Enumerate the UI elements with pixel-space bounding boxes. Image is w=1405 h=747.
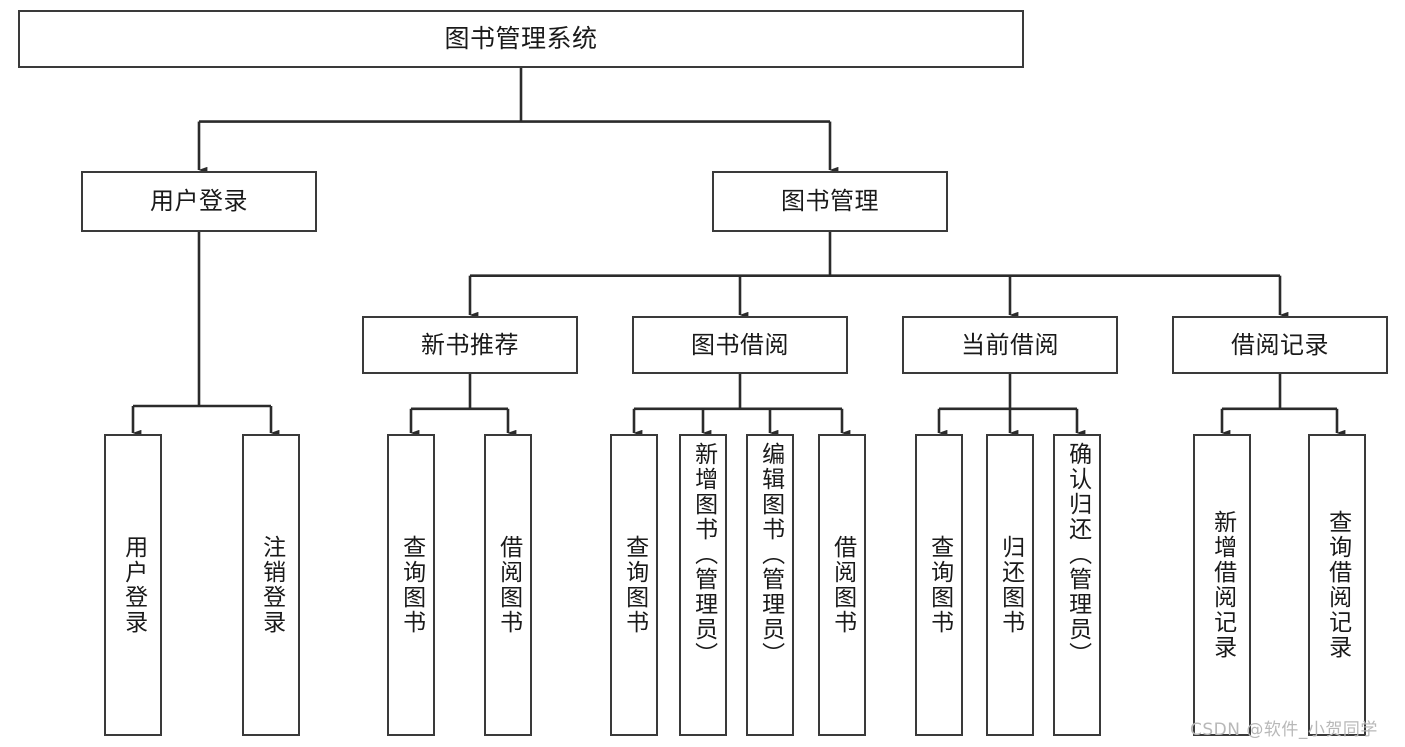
node-label-leaf-borrow-book-2: 借阅图书 bbox=[829, 535, 856, 635]
node-label-root: 图书管理系统 bbox=[444, 24, 598, 54]
node-leaf-borrow-book-1[interactable]: 借阅图书 bbox=[484, 434, 532, 736]
node-label-leaf-confirm-ret: 确认归还（管理员） bbox=[1064, 442, 1091, 667]
node-leaf-return-book[interactable]: 归还图书 bbox=[986, 434, 1034, 736]
node-leaf-edit-book[interactable]: 编辑图书（管理员） bbox=[746, 434, 794, 736]
node-leaf-borrow-book-2[interactable]: 借阅图书 bbox=[818, 434, 866, 736]
node-label-leaf-add-book: 新增图书（管理员） bbox=[690, 442, 717, 667]
node-leaf-user-login[interactable]: 用户登录 bbox=[104, 434, 162, 736]
node-label-borrow-log: 借阅记录 bbox=[1231, 330, 1329, 359]
node-borrow-log[interactable]: 借阅记录 bbox=[1172, 316, 1388, 374]
node-label-book-manage: 图书管理 bbox=[781, 187, 879, 216]
node-leaf-confirm-ret[interactable]: 确认归还（管理员） bbox=[1053, 434, 1101, 736]
node-label-leaf-query-record: 查询借阅记录 bbox=[1324, 510, 1351, 660]
node-leaf-logout-login[interactable]: 注销登录 bbox=[242, 434, 300, 736]
node-label-new-book-rec: 新书推荐 bbox=[421, 330, 519, 359]
node-label-leaf-add-record: 新增借阅记录 bbox=[1209, 510, 1236, 660]
node-label-leaf-logout-login: 注销登录 bbox=[258, 535, 285, 635]
node-book-borrow[interactable]: 图书借阅 bbox=[632, 316, 848, 374]
node-label-user-login: 用户登录 bbox=[150, 187, 248, 216]
node-label-leaf-query-book-3: 查询图书 bbox=[926, 535, 953, 635]
node-label-leaf-query-book-2: 查询图书 bbox=[621, 535, 648, 635]
node-user-login[interactable]: 用户登录 bbox=[81, 171, 317, 232]
node-leaf-query-book-2[interactable]: 查询图书 bbox=[610, 434, 658, 736]
node-label-leaf-return-book: 归还图书 bbox=[997, 535, 1024, 635]
node-label-book-borrow: 图书借阅 bbox=[691, 330, 789, 359]
node-leaf-add-book[interactable]: 新增图书（管理员） bbox=[679, 434, 727, 736]
node-label-leaf-query-book-1: 查询图书 bbox=[398, 535, 425, 635]
node-label-leaf-edit-book: 编辑图书（管理员） bbox=[757, 442, 784, 667]
node-root[interactable]: 图书管理系统 bbox=[18, 10, 1024, 68]
node-new-book-rec[interactable]: 新书推荐 bbox=[362, 316, 578, 374]
node-label-leaf-user-login: 用户登录 bbox=[120, 535, 147, 635]
node-leaf-query-book-3[interactable]: 查询图书 bbox=[915, 434, 963, 736]
node-leaf-query-record[interactable]: 查询借阅记录 bbox=[1308, 434, 1366, 736]
node-book-manage[interactable]: 图书管理 bbox=[712, 171, 948, 232]
node-cur-borrow[interactable]: 当前借阅 bbox=[902, 316, 1118, 374]
watermark-text: CSDN @软件_小贺同学 bbox=[1190, 720, 1378, 740]
node-leaf-add-record[interactable]: 新增借阅记录 bbox=[1193, 434, 1251, 736]
node-label-cur-borrow: 当前借阅 bbox=[961, 330, 1059, 359]
node-leaf-query-book-1[interactable]: 查询图书 bbox=[387, 434, 435, 736]
node-label-leaf-borrow-book-1: 借阅图书 bbox=[495, 535, 522, 635]
